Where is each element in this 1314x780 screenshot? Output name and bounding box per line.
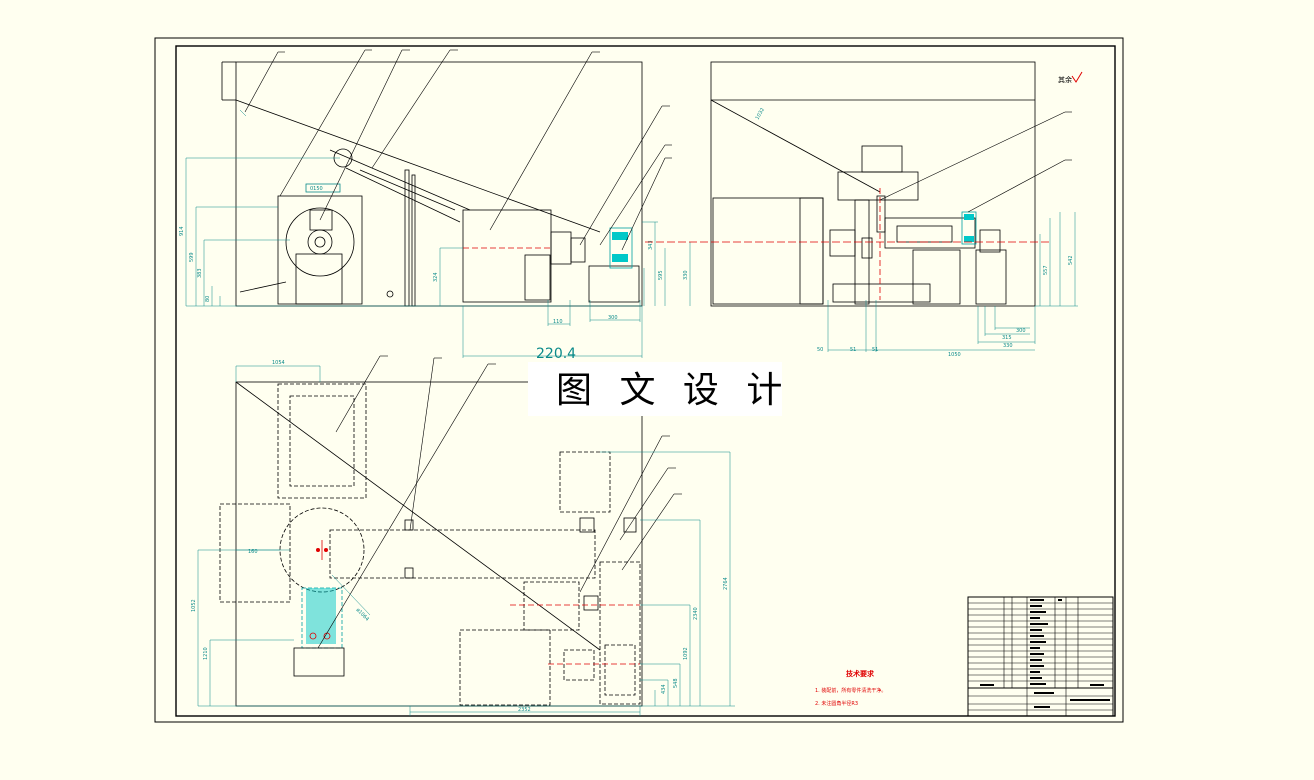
- front-view-width-dimension: 220.4: [536, 346, 576, 362]
- svg-text:300: 300: [1016, 328, 1026, 334]
- surface-roughness-symbol: 其余: [1058, 71, 1083, 84]
- side-view-leaders: [879, 111, 1072, 213]
- svg-text:2340: 2340: [693, 607, 699, 620]
- svg-text:542: 542: [1068, 255, 1074, 265]
- top-view-leaders: [317, 355, 682, 649]
- front-view: [221, 61, 643, 307]
- side-view: [645, 61, 1050, 307]
- drawing-border: [154, 37, 1124, 723]
- svg-text:其余: 其余: [1058, 75, 1072, 84]
- title-block-fills: [980, 599, 1110, 708]
- svg-text:1210: 1210: [203, 647, 209, 660]
- svg-text:1052: 1052: [191, 599, 197, 612]
- side-view-dimensions: [827, 212, 1078, 352]
- svg-text:1050: 1050: [948, 352, 961, 358]
- watermark: 图 文 设 计: [528, 362, 790, 416]
- svg-text:599: 599: [189, 252, 195, 262]
- svg-text:160: 160: [248, 549, 258, 555]
- tech-requirement-2: 2. 未注圆角半径R3: [815, 700, 858, 707]
- svg-text:2764: 2764: [723, 577, 729, 590]
- svg-text:1032: 1032: [755, 107, 767, 121]
- svg-text:914: 914: [179, 226, 185, 236]
- svg-text:1092: 1092: [683, 647, 689, 660]
- svg-text:51: 51: [872, 347, 878, 353]
- watermark-text: 图 文 设 计: [556, 370, 790, 411]
- svg-text:557: 557: [1043, 265, 1049, 275]
- tech-requirement-1: 1. 装配前，所有零件清洗干净。: [815, 687, 886, 694]
- top-view: [219, 381, 643, 707]
- svg-text:434: 434: [661, 684, 667, 694]
- svg-text:51: 51: [850, 347, 856, 353]
- svg-text:315: 315: [1002, 335, 1012, 341]
- svg-text:548: 548: [673, 678, 679, 688]
- svg-text:595: 595: [658, 270, 664, 280]
- top-view-dimensions: [197, 365, 735, 716]
- front-view-leaders: [244, 49, 672, 251]
- front-view-dimension-texts: 914 599 383 80 324 110 300 343 595 330 0…: [179, 186, 689, 325]
- title-block: [967, 596, 1114, 717]
- front-view-dimensions: [185, 109, 691, 358]
- svg-text:2352: 2352: [518, 707, 531, 713]
- svg-text:343: 343: [648, 240, 654, 250]
- svg-text:324: 324: [433, 272, 439, 282]
- tech-requirements-title: 技术要求: [846, 669, 875, 678]
- svg-text:330: 330: [683, 270, 689, 280]
- svg-text:300: 300: [608, 315, 618, 321]
- svg-text:ø1064: ø1064: [355, 607, 370, 622]
- svg-text:0150: 0150: [310, 186, 323, 192]
- side-view-dimension-texts: 50 51 51 1050 330 315 300 557 542 1032: [755, 107, 1074, 358]
- svg-text:383: 383: [197, 268, 203, 278]
- svg-text:110: 110: [553, 319, 563, 325]
- technical-requirements: 技术要求 1. 装配前，所有零件清洗干净。 2. 未注圆角半径R3: [815, 669, 886, 707]
- svg-text:330: 330: [1003, 343, 1013, 349]
- svg-text:50: 50: [817, 347, 823, 353]
- svg-text:80: 80: [205, 296, 211, 302]
- svg-text:1054: 1054: [272, 360, 285, 366]
